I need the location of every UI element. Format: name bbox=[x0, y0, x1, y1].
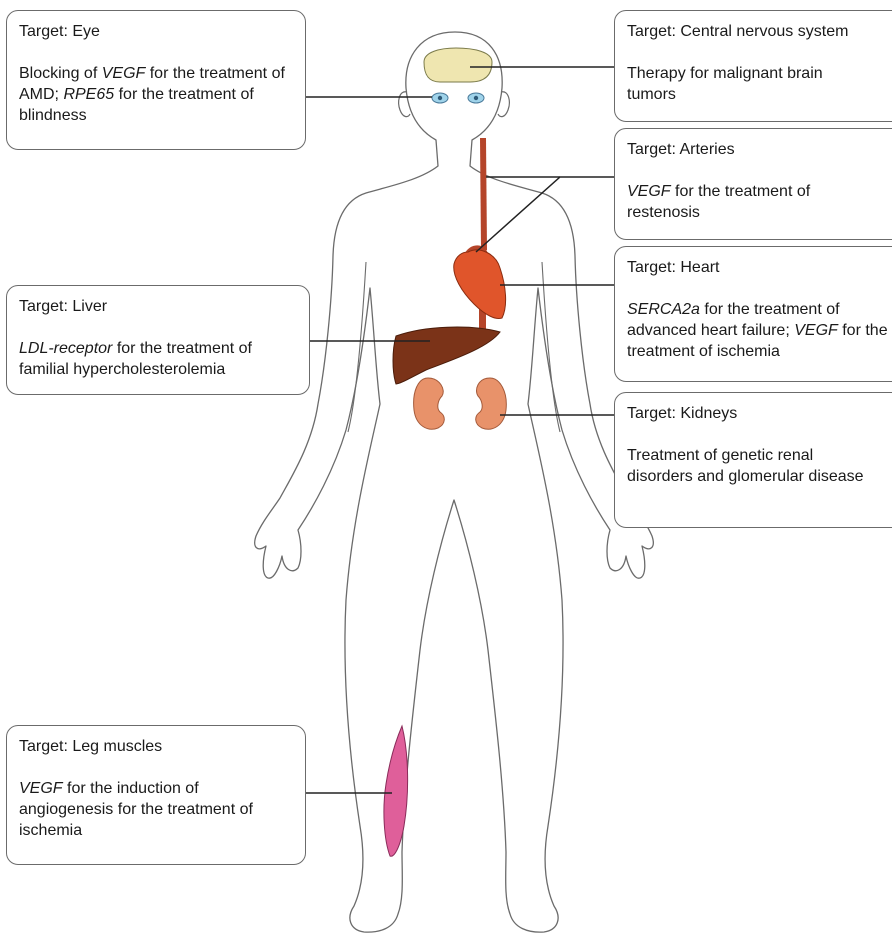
callout-title: Target: Kidneys bbox=[627, 403, 891, 424]
target-cns-callout: Target: Central nervous system Therapy f… bbox=[614, 10, 892, 122]
description-text: Blocking of bbox=[19, 65, 102, 82]
target-heart-callout: Target: Heart SERCA2a for the treatment … bbox=[614, 246, 892, 382]
gene-name: SERCA2a bbox=[627, 301, 700, 318]
brain-shape bbox=[424, 48, 492, 82]
callout-title: Target: Central nervous system bbox=[627, 21, 891, 42]
callout-title: Target: Arteries bbox=[627, 139, 891, 160]
callout-title: Target: Leg muscles bbox=[19, 736, 293, 757]
callout-description: Blocking of VEGF for the treatment of AM… bbox=[19, 63, 293, 126]
body-outline bbox=[255, 32, 654, 932]
target-leg-muscles-callout: Target: Leg muscles VEGF for the inducti… bbox=[6, 725, 306, 865]
callout-title: Target: Liver bbox=[19, 296, 297, 317]
target-kidneys-callout: Target: Kidneys Treatment of genetic ren… bbox=[614, 392, 892, 528]
gene-name: LDL-receptor bbox=[19, 340, 112, 357]
artery-shape bbox=[480, 138, 487, 250]
gene-name: VEGF bbox=[794, 322, 838, 339]
gene-name: VEGF bbox=[627, 183, 671, 200]
right-pupil bbox=[474, 96, 478, 100]
target-arteries-callout: Target: Arteries VEGF for the treatment … bbox=[614, 128, 892, 240]
target-eye-callout: Target: Eye Blocking of VEGF for the tre… bbox=[6, 10, 306, 150]
left-pupil bbox=[438, 96, 442, 100]
target-liver-callout: Target: Liver LDL-receptor for the treat… bbox=[6, 285, 310, 395]
callout-title: Target: Eye bbox=[19, 21, 293, 42]
gene-name: VEGF bbox=[19, 780, 63, 797]
description-text: Therapy for malignant brain tumors bbox=[627, 65, 823, 103]
gene-name: RPE65 bbox=[63, 86, 114, 103]
gene-name: VEGF bbox=[102, 65, 146, 82]
callout-description: VEGF for the induction of angiogenesis f… bbox=[19, 778, 289, 841]
callout-description: VEGF for the treatment of restenosis bbox=[627, 181, 867, 223]
callout-description: LDL-receptor for the treatment of famili… bbox=[19, 338, 297, 380]
callout-description: Treatment of genetic renal disorders and… bbox=[627, 445, 867, 487]
callout-description: Therapy for malignant brain tumors bbox=[627, 63, 867, 105]
callout-title: Target: Heart bbox=[627, 257, 891, 278]
description-text: Treatment of genetic renal disorders and… bbox=[627, 447, 864, 485]
callout-description: SERCA2a for the treatment of advanced he… bbox=[627, 299, 891, 362]
